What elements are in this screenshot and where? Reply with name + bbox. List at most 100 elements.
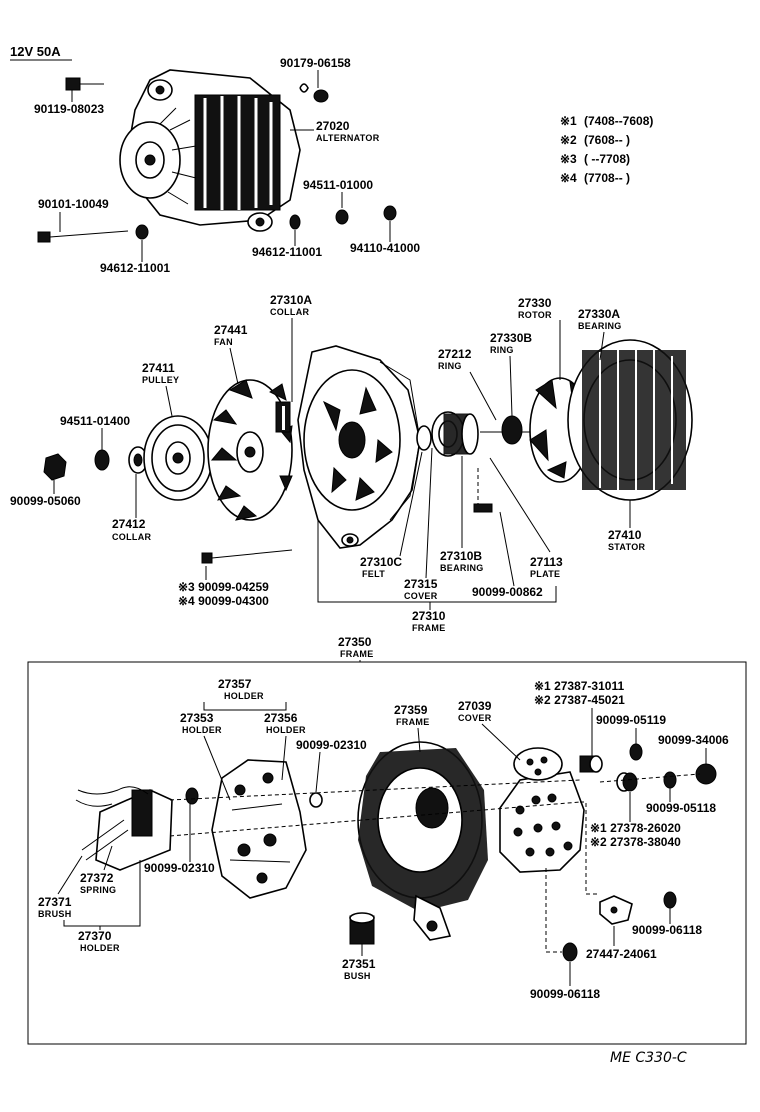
label-94612-11001-a: 94612-11001 [100,261,170,275]
label-27113: 27113 [530,555,563,569]
brush-holder-27370-drawing [75,786,173,871]
label-27353-name: HOLDER [182,725,222,735]
label-27412: 27412 [112,517,146,531]
bolt-90101-drawing [37,230,129,243]
label-27387-45021: ※2 27387-45021 [534,693,625,707]
pulley-27411-drawing [143,415,213,501]
label-27310a: 27310A [270,293,312,307]
label-27372-name: SPRING [80,885,116,895]
cover-27039-drawing [499,747,585,873]
label-90099-05119: 90099-05119 [596,713,666,727]
legend-mark-1: ※1 [560,114,577,128]
screw-90099-00862-drawing [473,468,493,513]
label-27310b-name: BEARING [440,563,484,573]
label-27310c-name: FELT [362,569,385,579]
label-27039-name: COVER [458,713,492,723]
insulator-27378-drawing [616,772,638,792]
nut-90179-drawing [299,83,329,103]
label-27350: 27350 [338,635,372,649]
terminal-27387-drawing [579,755,603,773]
label-27330: 27330 [518,296,552,310]
holder-27357-drawing [211,759,307,899]
frame-27310-drawing [297,345,421,549]
washer-94612a-drawing [135,224,149,240]
label-90099-06118-b: 90099-06118 [530,987,600,1001]
legend-text-3: ( --7708) [584,152,630,166]
label-27310c: 27310C [360,555,402,569]
legend-text-4: (7708-- ) [584,171,630,185]
bush-27351-drawing [349,912,375,945]
label-27353: 27353 [180,711,214,725]
stator-27410-drawing [567,339,693,501]
legend-mark-4: ※4 [560,171,577,185]
label-27330a-name: BEARING [578,321,622,331]
label-27411: 27411 [142,361,175,375]
washer-94511-01400-drawing [94,449,110,471]
label-27039: 27039 [458,699,492,713]
label-27330b: 27330B [490,331,532,345]
nut-90099-05118a-drawing [663,771,677,789]
label-90099-04300: ※4 90099-04300 [178,594,269,608]
diagram-title: 12V 50A [10,44,61,59]
label-27370-name: HOLDER [80,943,120,953]
label-90119-08023: 90119-08023 [34,102,104,116]
label-27359-name: FRAME [396,717,430,727]
nut-90099-05119-drawing [629,743,643,761]
label-94511-01400: 94511-01400 [60,414,130,428]
label-27387-31011: ※1 27387-31011 [534,679,624,693]
label-27020: 27020 [316,119,350,133]
alternator-assembly-drawing [119,69,301,232]
label-27412-name: COLLAR [112,532,151,542]
label-27356: 27356 [264,711,298,725]
label-27310-name: FRAME [412,623,446,633]
frame-27350-boundary [27,661,747,1045]
label-27330-name: ROTOR [518,310,552,320]
bearing-27310b-drawing [431,411,479,457]
label-27310: 27310 [412,609,446,623]
label-94110-41000: 94110-41000 [350,241,420,255]
label-27350-name: FRAME [340,649,374,659]
bolt-90119-drawing [65,77,104,91]
label-90099-05060: 90099-05060 [10,494,81,508]
washer-94511a-drawing [335,209,349,225]
label-27371: 27371 [38,895,72,909]
footer-code: ME C330-C [610,1050,687,1066]
bracket-27447-drawing [599,895,633,925]
legend-text-1: (7408--7608) [584,114,653,128]
nut-90099-05060-drawing [43,453,67,481]
label-27372: 27372 [80,871,114,885]
label-90099-05118: 90099-05118 [646,801,716,815]
label-27378-38040: ※2 27378-38040 [590,835,681,849]
label-27212: 27212 [438,347,472,361]
label-27378-26020: ※1 27378-26020 [590,821,681,835]
label-27371-name: BRUSH [38,909,72,919]
label-94511-01000: 94511-01000 [303,178,373,192]
label-90179-06158: 90179-06158 [280,56,351,70]
screw-90099-02310b-drawing [309,792,323,808]
label-27330b-name: RING [490,345,514,355]
label-27315: 27315 [404,577,438,591]
assembly-dashed-lines [169,773,701,953]
label-90099-34006: 90099-34006 [658,733,729,747]
label-27411-name: PULLEY [142,375,179,385]
label-27113-name: PLATE [530,569,560,579]
label-27357: 27357 [218,677,252,691]
label-27357-name: HOLDER [224,691,264,701]
label-27310b: 27310B [440,549,482,563]
label-27410-name: STATOR [608,542,645,552]
nut-90099-06118b-drawing [562,942,578,962]
label-27441: 27441 [214,323,248,337]
felt-27310c-drawing [416,425,432,451]
label-27356-name: HOLDER [266,725,306,735]
legend-mark-3: ※3 [560,152,577,166]
label-27359: 27359 [394,703,428,717]
legend-text-2: (7608-- ) [584,133,630,147]
legend: ※1 (7408--7608) ※2 (7608-- ) ※3 ( --7708… [560,114,653,185]
label-90101-10049: 90101-10049 [38,197,109,211]
label-90099-04259: ※3 90099-04259 [178,580,269,594]
label-27020-name: ALTERNATOR [316,133,380,143]
label-27310a-name: COLLAR [270,307,309,317]
washer-94612b-drawing [289,214,301,230]
label-27315-name: COVER [404,591,438,601]
